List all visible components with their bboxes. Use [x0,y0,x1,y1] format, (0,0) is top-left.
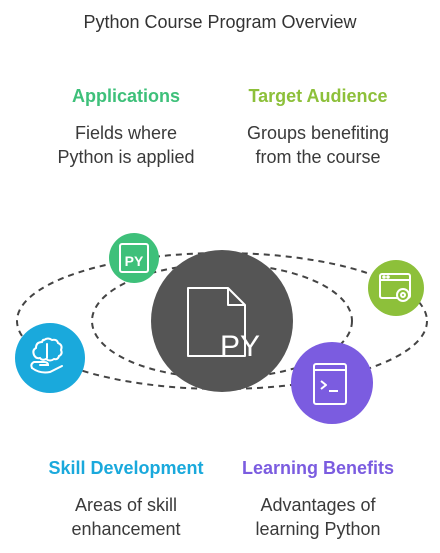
learning-benefits-node [291,342,373,424]
learning-benefits-circle [291,342,373,424]
target-audience-description-line: Groups benefiting [246,123,390,143]
applications-heading: Applications [71,86,180,106]
inner-orbit [91,263,353,379]
learning-benefits-block: Learning Benefits Advantages of learning… [218,458,418,541]
target-audience-block: Target Audience Groups benefiting from t… [218,86,418,169]
applications-node: PY [109,233,159,283]
applications-icon-label: PY [125,253,144,269]
skill-development-description: Areas of skill enhancement [26,493,226,541]
center-node: PY [151,250,293,392]
target-audience-description: Groups benefiting from the course [218,121,418,169]
target-audience-node [368,260,424,316]
diagram-title: Python Course Program Overview [83,12,357,32]
terminal-book-icon [313,363,347,405]
applications-description: Fields where Python is applied [26,121,226,169]
skill-development-node [15,323,85,393]
target-audience-circle [368,260,424,316]
skill-development-circle [15,323,85,393]
python-file-icon: PY [119,243,149,273]
applications-circle [109,233,159,283]
skill-development-heading: Skill Development [48,458,204,478]
skill-development-description-line: enhancement [71,519,181,539]
skill-development-block: Skill Development Areas of skill enhance… [26,458,226,541]
applications-block: Applications Fields where Python is appl… [26,86,226,169]
learning-benefits-description-line: Advantages of [260,495,376,515]
learning-benefits-heading: Learning Benefits [241,458,395,478]
applications-description-line: Python is applied [57,147,195,167]
center-label: PY [220,330,260,363]
learning-benefits-description: Advantages of learning Python [218,493,418,541]
applications-description-line: Fields where [74,123,178,143]
learning-benefits-description-line: learning Python [255,519,381,539]
target-audience-description-line: from the course [255,147,381,167]
target-audience-heading: Target Audience [248,86,388,106]
skill-development-description-line: Areas of skill [74,495,178,515]
python-file-icon [187,287,246,357]
center-circle [151,250,293,392]
browser-settings-icon [379,273,411,302]
brain-hand-icon [30,337,63,374]
